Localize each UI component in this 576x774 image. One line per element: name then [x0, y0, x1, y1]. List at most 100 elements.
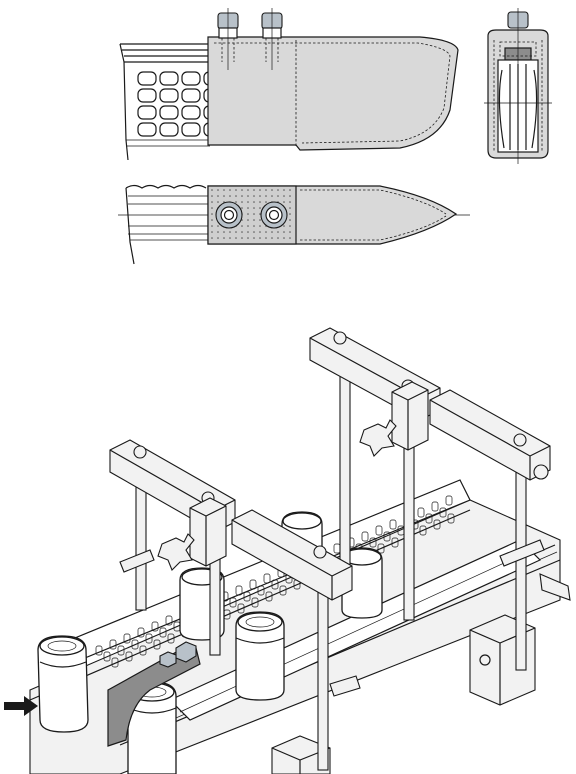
texture-dot — [283, 225, 285, 227]
texture-dot — [265, 231, 267, 233]
texture-dot — [217, 189, 219, 191]
chain-segment — [125, 651, 133, 662]
texture-dot — [259, 189, 261, 191]
chain-segment — [103, 651, 111, 662]
texture-dot — [217, 231, 219, 233]
chain-segment — [391, 537, 399, 548]
texture-dot — [247, 195, 249, 197]
texture-dot — [289, 189, 291, 191]
guide-shoe-side — [207, 36, 459, 151]
chain-segment — [151, 621, 159, 632]
texture-dot — [217, 201, 219, 203]
texture-dot — [229, 189, 231, 191]
chain-segment — [383, 531, 391, 542]
texture-dot — [241, 225, 243, 227]
feed-direction-arrow-icon — [4, 696, 38, 716]
texture-dot — [289, 219, 291, 221]
texture-dot — [241, 231, 243, 233]
texture-dot — [259, 213, 261, 215]
chain-link — [159, 88, 179, 103]
texture-dot — [265, 189, 267, 191]
guide-shoe-iso — [107, 647, 201, 747]
chain-segment — [419, 525, 427, 536]
texture-dot — [223, 189, 225, 191]
chain-link — [159, 122, 179, 137]
texture-dot — [265, 195, 267, 197]
texture-dot — [235, 195, 237, 197]
clamp-lower — [157, 497, 227, 571]
chain-segment — [249, 579, 257, 590]
texture-dot — [217, 225, 219, 227]
chain-segment — [153, 639, 161, 650]
chain-link — [137, 88, 157, 103]
side-rods — [119, 464, 571, 697]
texture-dot — [217, 195, 219, 197]
texture-dot — [223, 237, 225, 239]
bolt-right-side — [261, 8, 283, 70]
chain-segment — [117, 645, 125, 656]
texture-dot — [247, 189, 249, 191]
texture-dot — [247, 207, 249, 209]
star-knob-icon — [359, 419, 397, 457]
texture-dot — [289, 195, 291, 197]
texture-dot — [277, 195, 279, 197]
chain-segment — [139, 645, 147, 656]
texture-dot — [271, 195, 273, 197]
texture-dot — [229, 231, 231, 233]
chain-segment — [251, 597, 259, 608]
texture-dot — [247, 225, 249, 227]
texture-dot — [289, 207, 291, 209]
nut-top-left — [215, 201, 243, 229]
chain-link — [159, 105, 179, 120]
chain-segment — [243, 591, 251, 602]
texture-dot — [247, 201, 249, 203]
chain-link — [137, 71, 157, 86]
chain-segment — [389, 519, 397, 530]
texture-dot — [217, 237, 219, 239]
texture-dot — [259, 231, 261, 233]
texture-dot — [211, 213, 213, 215]
texture-dot — [211, 219, 213, 221]
texture-dot — [283, 195, 285, 197]
texture-dot — [289, 213, 291, 215]
texture-dot — [211, 195, 213, 197]
texture-dot — [241, 201, 243, 203]
chain-link — [181, 71, 201, 86]
chain-link — [181, 88, 201, 103]
texture-dot — [235, 237, 237, 239]
texture-dot — [211, 201, 213, 203]
texture-dot — [211, 189, 213, 191]
chain-segment — [377, 543, 385, 554]
texture-dot — [259, 201, 261, 203]
end-view — [484, 8, 552, 164]
nut-top-right — [260, 201, 288, 229]
texture-dot — [253, 189, 255, 191]
can-front-left — [37, 635, 89, 733]
chain-link — [137, 122, 157, 137]
texture-dot — [271, 231, 273, 233]
chain-segment — [369, 537, 377, 548]
texture-dot — [229, 195, 231, 197]
chain-segment — [165, 615, 173, 626]
chain-segment — [263, 573, 271, 584]
chain-segment — [417, 507, 425, 518]
chain-segment — [447, 513, 455, 524]
chain-segment — [145, 633, 153, 644]
texture-dot — [265, 201, 267, 203]
isometric-view — [4, 327, 571, 774]
texture-dot — [277, 237, 279, 239]
chain-segment — [159, 627, 167, 638]
chain-segment — [137, 627, 145, 638]
texture-dot — [241, 189, 243, 191]
chain-segment — [237, 603, 245, 614]
texture-dot — [247, 231, 249, 233]
texture-dot — [211, 237, 213, 239]
texture-dot — [229, 237, 231, 239]
texture-dot — [211, 207, 213, 209]
chain-segment — [109, 639, 117, 650]
texture-dot — [247, 237, 249, 239]
texture-dot — [259, 219, 261, 221]
chain-segment — [257, 585, 265, 596]
